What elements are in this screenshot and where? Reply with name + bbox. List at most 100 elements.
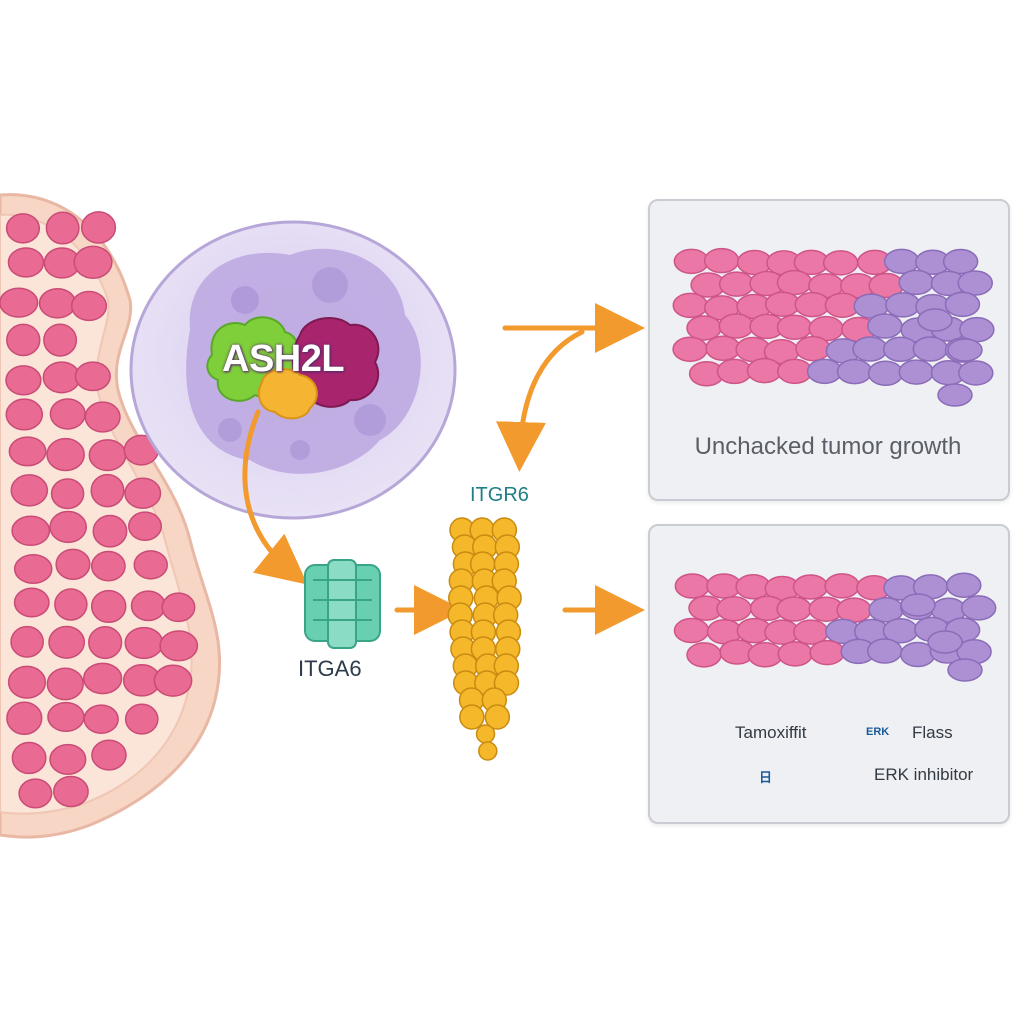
tumor-cell-purple xyxy=(836,358,873,385)
tumor-cell-pink xyxy=(673,617,710,644)
itgr6-label: ITGR6 xyxy=(470,484,529,506)
tumor-cell-purple xyxy=(937,383,973,407)
tissue-cell xyxy=(6,323,41,357)
tissue-cell xyxy=(8,436,47,467)
tissue-cell xyxy=(46,437,85,472)
tumor-cell-purple xyxy=(898,359,935,385)
tumor-cell-purple xyxy=(917,308,953,332)
tumor-cell-pink xyxy=(794,291,831,318)
tumor-cell-purple xyxy=(885,292,921,318)
tumor-cell-pink xyxy=(776,596,812,622)
tamoxifen-label: Tamoxiffit xyxy=(735,723,807,742)
tissue-cell xyxy=(5,213,41,244)
ash2l-label: ASH2L xyxy=(222,338,345,380)
tumor-cell xyxy=(129,220,457,520)
tumor-cell-pink xyxy=(686,315,722,341)
pathway-arrows xyxy=(242,303,645,635)
flass-label: Flass xyxy=(912,723,953,742)
breast-tissue xyxy=(0,193,222,839)
tumor-cell-purple xyxy=(852,336,888,362)
tumor-cell-pink xyxy=(705,335,741,362)
tissue-cell xyxy=(50,478,85,510)
tissue-cell xyxy=(55,548,91,581)
tissue-cell xyxy=(46,667,84,701)
tissue-cell xyxy=(43,323,78,357)
itgr6-bead-column xyxy=(447,517,522,761)
tumor-cell-purple xyxy=(867,360,904,387)
tissue-cell xyxy=(10,474,49,507)
tissue-cell xyxy=(45,211,80,245)
tissue-cell xyxy=(10,625,44,658)
tumor-cell-pink xyxy=(718,313,755,339)
tumor-cells-treated xyxy=(673,572,997,682)
tissue-cell xyxy=(11,515,51,547)
hexagon-icon-2-text: 日 xyxy=(759,770,773,785)
tumor-cell-pink xyxy=(716,596,752,622)
tumor-cell-purple xyxy=(882,336,919,363)
tissue-cell xyxy=(90,550,126,582)
tissue-cell xyxy=(7,665,47,699)
arrow-ash2l-to-itga6 xyxy=(242,409,308,585)
itgr6-bead xyxy=(459,704,485,730)
tumor-cell-pink xyxy=(824,573,860,599)
tumor-cell-pink xyxy=(747,642,783,668)
tumor-cell-pink xyxy=(776,358,813,385)
hexagon-icon-text: ERK xyxy=(866,726,890,738)
tissue-cell xyxy=(90,589,127,624)
tumor-cell-pink xyxy=(776,314,813,340)
tumor-cell-purple xyxy=(927,630,963,654)
tumor-cell-purple xyxy=(957,270,993,296)
tissue-cell xyxy=(73,245,113,279)
tissue-cell xyxy=(159,630,199,662)
tissue-cell xyxy=(0,287,39,318)
tissue-cell xyxy=(90,473,125,508)
tumor-cell-pink xyxy=(777,641,813,667)
tissue-cell xyxy=(153,664,193,697)
tissue-cell xyxy=(7,247,45,278)
tumor-cell-pink xyxy=(716,358,753,385)
tumor-cell-purple xyxy=(867,313,903,339)
tissue-cell xyxy=(13,587,50,618)
tissue-cell xyxy=(80,211,117,244)
tumor-cell-purple xyxy=(942,248,979,275)
tissue-cell xyxy=(124,703,159,735)
tissue-cell xyxy=(82,662,123,695)
tumor-cell-purple xyxy=(946,572,982,599)
tumor-cell-purple xyxy=(960,595,997,621)
tumor-cell-pink xyxy=(718,271,755,297)
tumor-cell-purple xyxy=(806,358,843,385)
tissue-cell xyxy=(74,361,111,392)
tumor-cell-purple xyxy=(866,638,903,664)
tumor-cell-purple xyxy=(947,338,983,362)
tissue-cell xyxy=(133,550,168,580)
tumor-cell-pink xyxy=(703,247,740,274)
tissue-cell xyxy=(70,290,108,322)
tumor-cell-pink xyxy=(746,357,783,384)
tumor-cell-pink xyxy=(795,335,831,362)
tissue-cell xyxy=(84,401,121,433)
tissue-cell xyxy=(49,743,87,775)
tumor-cell-pink xyxy=(672,336,708,362)
itgr6-bead xyxy=(478,741,498,761)
tumor-cell-pink xyxy=(822,250,859,276)
tissue-cell xyxy=(5,398,44,431)
tumor-cell-pink xyxy=(776,269,813,296)
ash2l-complex xyxy=(206,316,380,420)
tumor-cell-purple xyxy=(947,658,983,682)
arrow-loop-to-itgr6 xyxy=(495,329,585,472)
itga6-label: ITGA6 xyxy=(298,656,362,681)
tumor-growth-caption: Unchacked tumor growth xyxy=(694,433,962,460)
tumor-cell-pink xyxy=(686,642,722,668)
tumor-cell-pink xyxy=(809,639,845,666)
tissue-cell xyxy=(124,477,162,509)
tissue-cell xyxy=(13,553,53,585)
tumor-cell-purple xyxy=(898,269,934,296)
tissue-cell xyxy=(18,778,53,809)
itgr6-bead xyxy=(484,704,511,730)
tumor-cell-pink xyxy=(673,248,710,275)
tissue-cell xyxy=(5,365,42,396)
tissue-cell xyxy=(11,741,47,775)
tumor-cell-pink xyxy=(672,292,709,319)
